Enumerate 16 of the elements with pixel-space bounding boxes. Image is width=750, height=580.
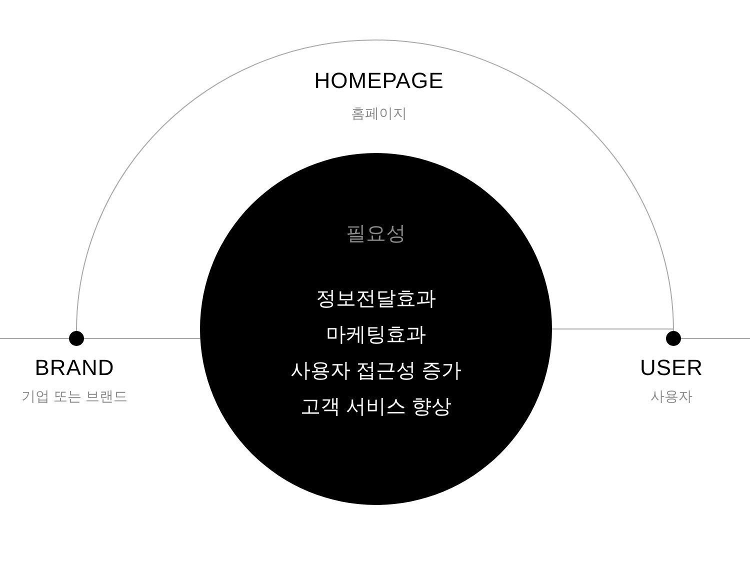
connector-line [552, 328, 674, 330]
list-item-text: 마케팅효과 [326, 323, 426, 348]
heading-label: HOMEPAGE [314, 67, 444, 95]
node-title: USER [640, 354, 704, 382]
connector-line [680, 338, 750, 339]
arc-connector [76, 40, 674, 332]
subtitle-label: 홈페이지 [351, 104, 407, 123]
node-title: BRAND [34, 354, 114, 382]
node-subtitle: 사용자 [650, 387, 692, 406]
list-item-text: 사용자 접근성 증가 [290, 359, 462, 384]
connector-line [84, 338, 201, 339]
circle-heading: 필요성 [346, 222, 406, 246]
list-item-text: 정보전달효과 [316, 287, 436, 312]
list-item-text: 고객 서비스 향상 [300, 395, 452, 420]
connector-line [0, 338, 70, 339]
node-subtitle: 기업 또는 브랜드 [22, 387, 128, 406]
